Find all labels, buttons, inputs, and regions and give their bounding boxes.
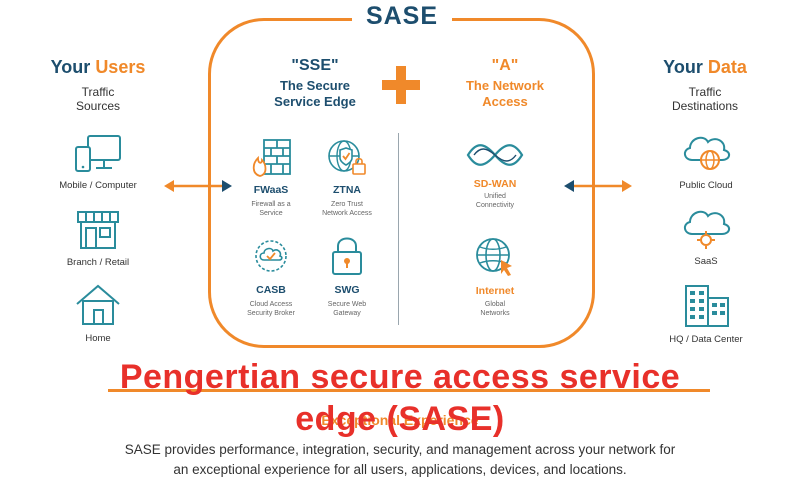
users-subtitle-line2: Sources [75, 99, 121, 113]
bottom-divider-line [108, 389, 710, 392]
overlay-title: Pengertian secure access service edge (S… [60, 356, 740, 440]
bottom-heading: Exceptional Experience [321, 412, 479, 428]
users-title: Your Users [28, 56, 168, 78]
ztna-desc-line2: Network Access [322, 210, 372, 217]
zero-trust-icon [328, 140, 366, 175]
home-icon [76, 284, 120, 325]
bottom-desc-line2: an exceptional experience for all users,… [173, 462, 627, 477]
lock-icon [332, 237, 362, 275]
users-title-a: Your [50, 57, 96, 77]
sd-wan-desc: Unified Connectivity [460, 192, 530, 210]
sse-name-line2: Service Edge [274, 94, 356, 109]
network-name-line1: The Network [465, 78, 544, 93]
sd-wan-name: SD-WAN [473, 178, 517, 190]
plus-icon [382, 66, 420, 104]
swg-desc-line2: Gateway [333, 310, 361, 317]
saas-icon [684, 210, 730, 249]
overlay-title-line1: Pengertian secure access service [119, 358, 681, 396]
casb-desc-line1: Cloud Access [249, 301, 293, 308]
users-item-mobile: Mobile / Computer [59, 180, 137, 191]
internet-desc-line2: Networks [480, 310, 510, 317]
sase-title: SASE [365, 2, 439, 30]
users-subtitle-line1: Traffic [81, 85, 115, 99]
users-item-home: Home [85, 333, 111, 344]
bottom-description: SASE provides performance, integration, … [60, 440, 740, 480]
data-item-hq: HQ / Data Center [669, 334, 743, 345]
sse-name: The Secure Service Edge [250, 78, 380, 110]
ztna-desc-line1: Zero Trust [331, 201, 363, 208]
users-title-b: Users [95, 57, 146, 77]
double-arrow-right-icon [564, 180, 632, 192]
overlay-title-line2: edge (SASE) [295, 400, 505, 438]
fwaas-name: FWaaS [253, 184, 289, 196]
swg-desc-line1: Secure Web [327, 301, 367, 308]
data-center-icon [685, 285, 729, 327]
mobile-computer-icon [75, 135, 121, 172]
firewall-icon [252, 139, 291, 177]
users-subtitle: Traffic Sources [28, 85, 168, 113]
sd-wan-desc-line1: Unified [484, 193, 506, 200]
internet-desc-line1: Global [484, 301, 506, 308]
data-item-saas: SaaS [694, 256, 718, 267]
data-subtitle-line1: Traffic [688, 85, 722, 99]
sd-wan-icon [466, 144, 524, 166]
data-title-a: Your [663, 57, 708, 77]
casb-name: CASB [256, 284, 286, 296]
public-cloud-icon [684, 136, 730, 170]
ztna-name: ZTNA [333, 184, 361, 196]
sd-wan-desc-line2: Connectivity [475, 202, 515, 209]
network-name-line2: Access [482, 94, 528, 109]
casb-desc-line2: Security Broker [247, 310, 295, 317]
casb-icon [255, 240, 287, 272]
fwaas-desc-line2: Service [259, 210, 283, 217]
divider [398, 133, 399, 325]
internet-name: Internet [475, 285, 515, 297]
data-title-b: Data [707, 57, 747, 77]
fwaas-desc: Firewall as a Service [236, 200, 306, 218]
double-arrow-left-icon [164, 180, 232, 192]
data-item-public-cloud: Public Cloud [679, 180, 733, 191]
data-title: Your Data [630, 56, 780, 78]
swg-name: SWG [334, 284, 360, 296]
fwaas-desc-line1: Firewall as a [251, 201, 291, 208]
sse-quote: "SSE" [291, 57, 339, 74]
casb-desc: Cloud Access Security Broker [230, 300, 312, 318]
network-quote: "A" [491, 57, 519, 74]
users-item-branch: Branch / Retail [66, 257, 130, 268]
network-name: The Network Access [430, 78, 580, 110]
data-subtitle-line2: Destinations [671, 99, 739, 113]
swg-desc: Secure Web Gateway [312, 300, 382, 318]
bottom-desc-line1: SASE provides performance, integration, … [124, 442, 676, 457]
sase-title-wrap: SASE [352, 0, 452, 34]
data-subtitle: Traffic Destinations [630, 85, 780, 113]
sse-name-line1: The Secure [279, 78, 351, 93]
internet-globe-icon [476, 238, 512, 276]
branch-store-icon [77, 211, 119, 249]
internet-desc: Global Networks [460, 300, 530, 318]
ztna-desc: Zero Trust Network Access [306, 200, 388, 218]
